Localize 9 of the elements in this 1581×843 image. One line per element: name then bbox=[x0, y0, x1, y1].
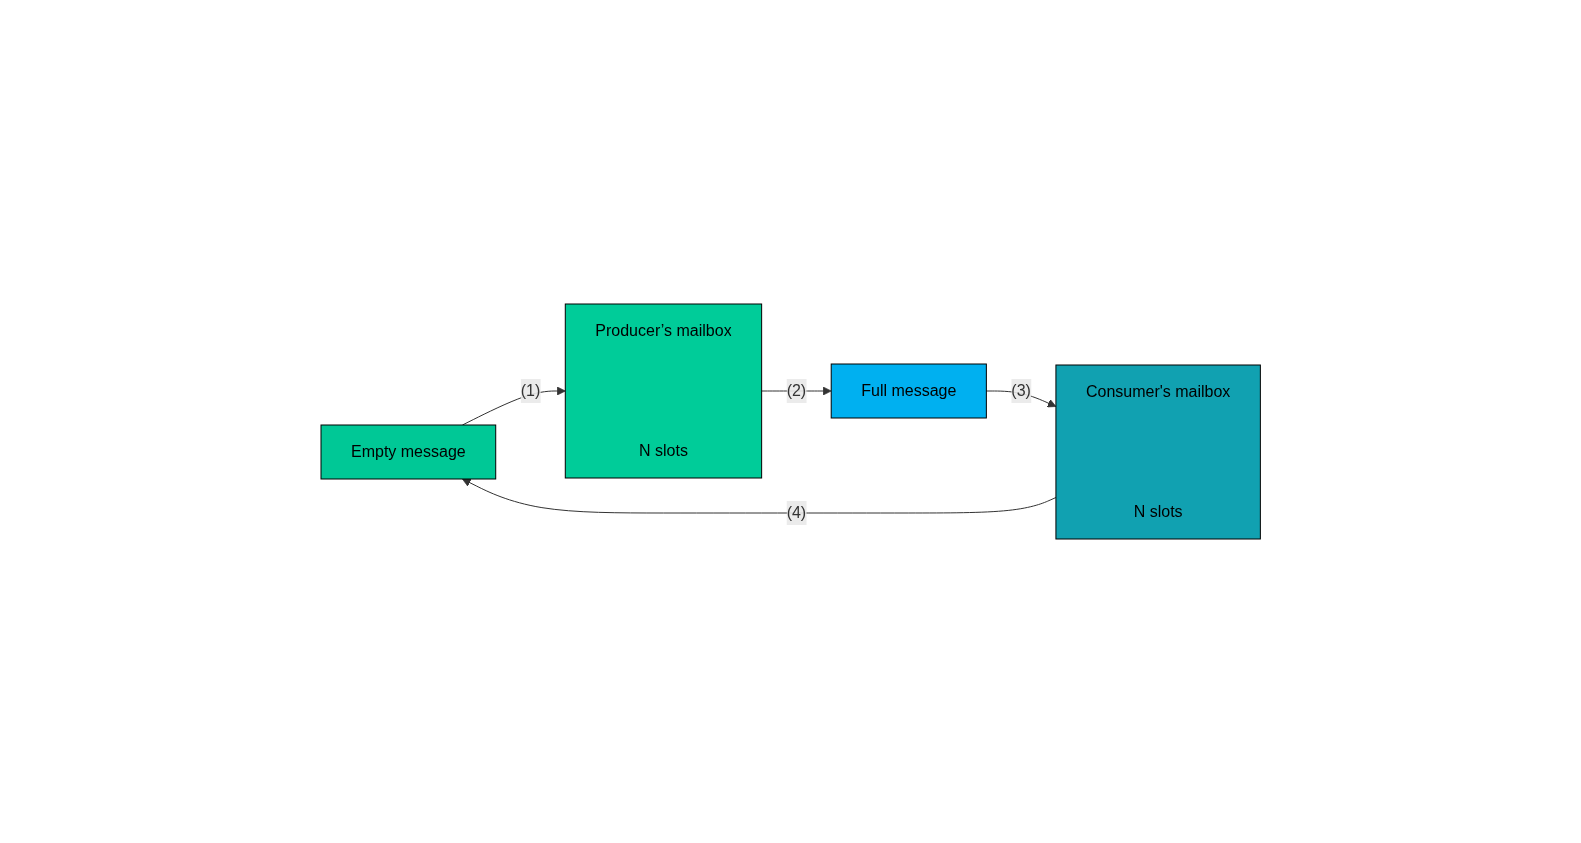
node-box: Consumer's mailbox N slots bbox=[1055, 364, 1261, 540]
edge-label: (2) bbox=[786, 382, 807, 399]
arrow bbox=[461, 478, 1057, 514]
node-box: Empty message bbox=[320, 424, 497, 480]
edge-label: (3) bbox=[1011, 382, 1031, 399]
edge-label: (1) bbox=[520, 382, 541, 399]
node-box: Full message bbox=[830, 363, 987, 419]
edge-label: (4) bbox=[786, 504, 807, 521]
node-box: Producer’s mailbox N slots bbox=[564, 303, 762, 479]
